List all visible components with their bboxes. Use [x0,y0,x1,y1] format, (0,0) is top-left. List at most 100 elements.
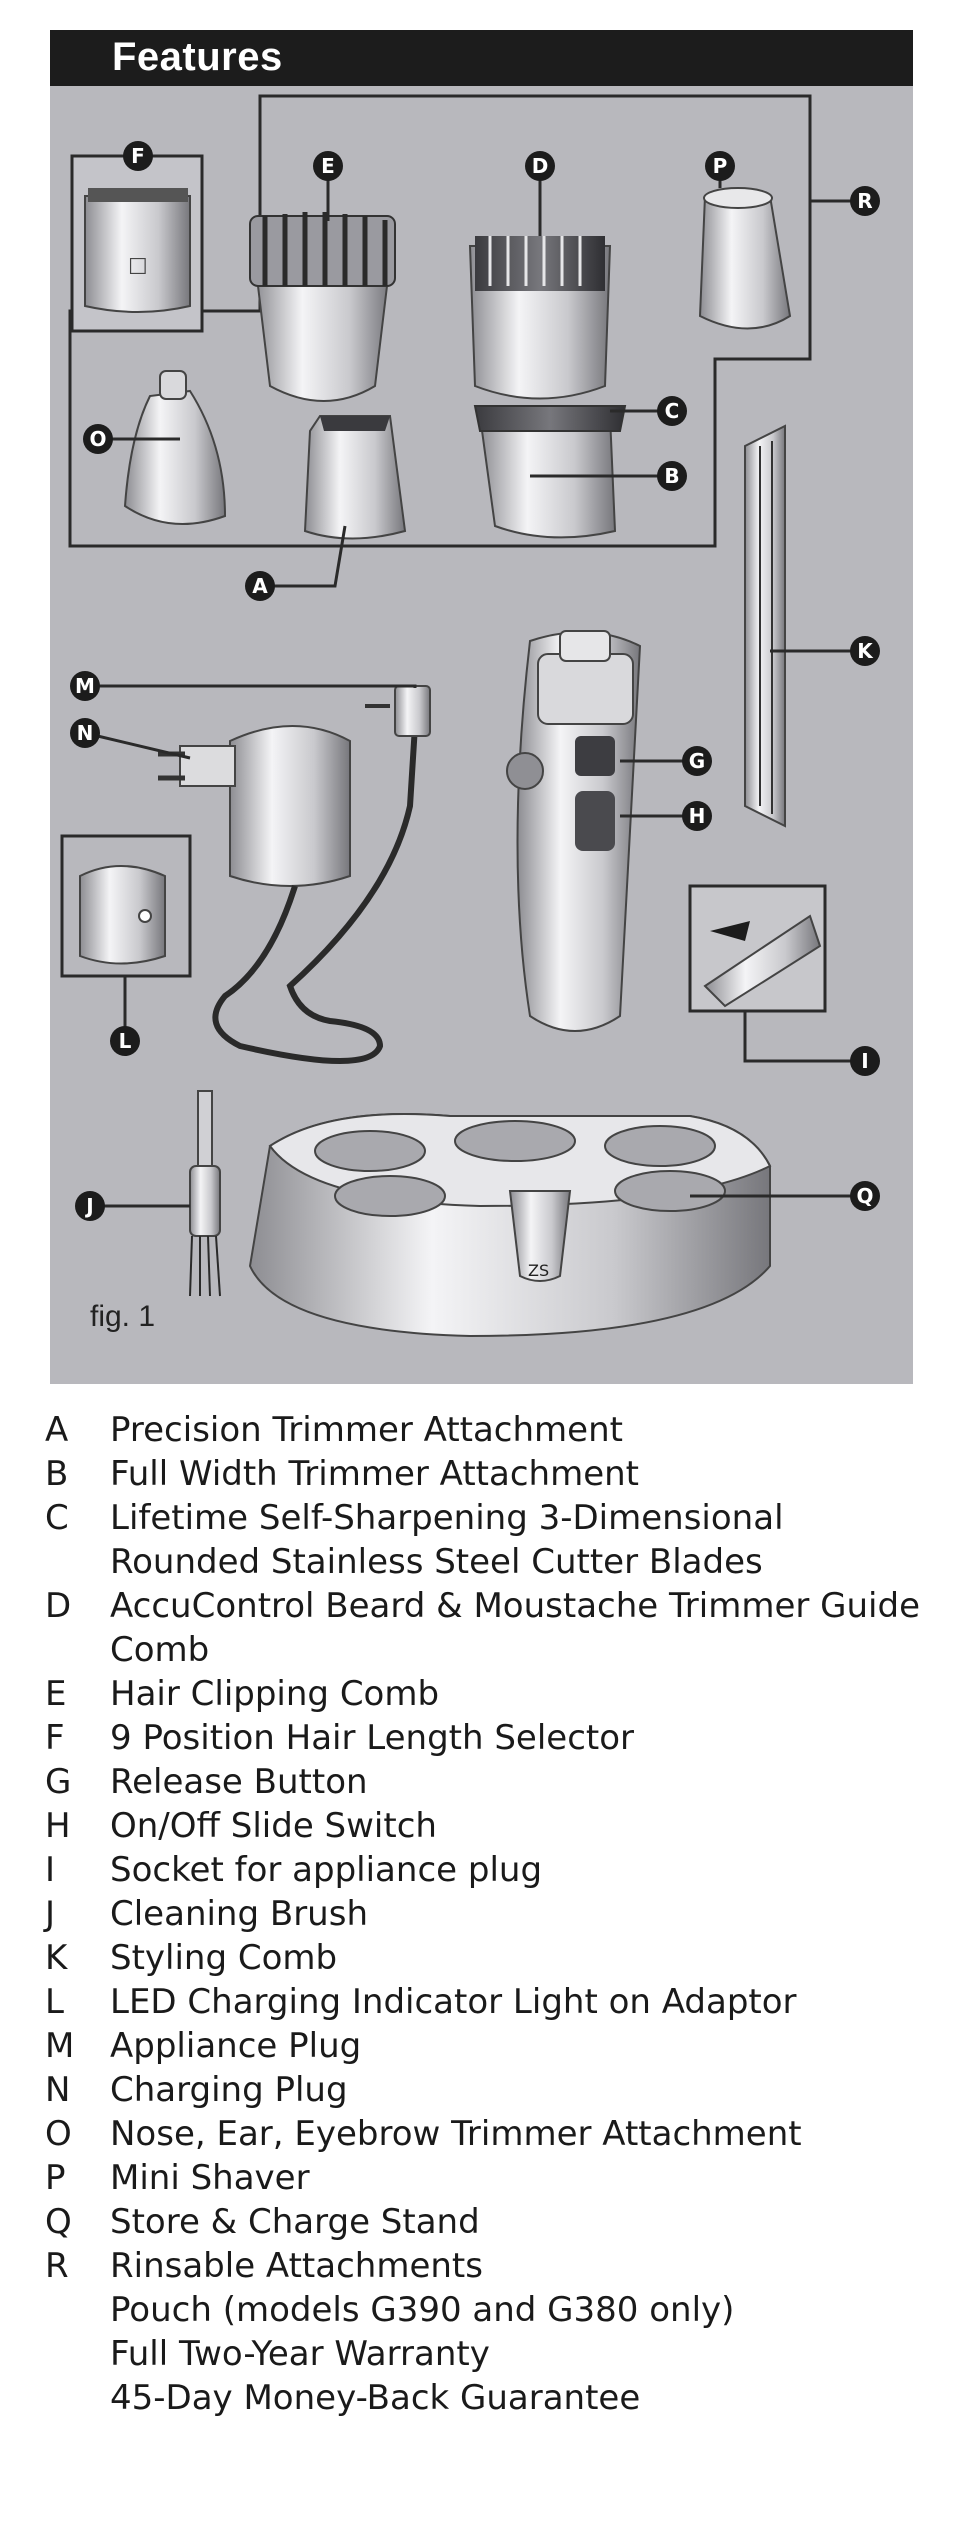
svg-text:C: C [665,399,680,423]
legend-item: R Rinsable Attachments [45,2244,925,2288]
section-title: Features [112,35,283,79]
callout-Q: Q [850,1181,880,1211]
charging-stand-drawing: ZS [248,1113,860,1338]
main-trimmer-body-drawing [506,630,690,1032]
legend-letter: Q [45,2202,72,2242]
legend-letter: L [45,1982,64,2022]
callout-A: A [245,571,275,601]
svg-text:A: A [252,574,268,598]
legend-extra: Pouch (models G390 and G380 only) [110,2290,735,2330]
legend-text: Appliance Plug [110,2026,362,2066]
legend-letter: P [45,2158,66,2198]
legend-text: 9 Position Hair Length Selector [110,1718,635,1758]
legend-letter: R [45,2246,69,2286]
legend-text: Socket for appliance plug [110,1850,543,1890]
svg-text:P: P [713,154,728,178]
callout-I: I [850,1046,880,1076]
legend-item: H On/Off Slide Switch [45,1804,925,1848]
svg-text:M: M [75,674,95,698]
svg-text:O: O [89,427,106,451]
legend-item: O Nose, Ear, Eyebrow Trimmer Attachment [45,2112,925,2156]
legend-letter: O [45,2114,72,2154]
legend-text: Full Width Trimmer Attachment [110,1454,639,1494]
legend-letter: E [45,1674,67,1714]
legend-letter: A [45,1410,69,1450]
full-width-trimmer-drawing [473,405,665,539]
legend-text: Release Button [110,1762,368,1802]
callout-M: M [70,671,100,701]
legend-letter: G [45,1762,72,1802]
callout-K: K [850,636,880,666]
legend-letter: C [45,1498,69,1538]
legend-item: A Precision Trimmer Attachment [45,1408,925,1452]
svg-text:R: R [857,189,872,213]
styling-comb-drawing [744,424,858,828]
legend-text: On/Off Slide Switch [110,1806,437,1846]
legend-letter: K [45,1938,68,1978]
legend-letter: H [45,1806,71,1846]
beard-guide-comb-drawing [468,166,612,400]
callout-R: R [850,186,880,216]
charging-adapter-drawing [84,684,431,1064]
callout-N: N [70,718,100,748]
legend-text: Hair Clipping Comb [110,1674,440,1714]
callout-O: O [83,424,113,454]
legend-text: Precision Trimmer Attachment [110,1410,623,1450]
legend-text: Lifetime Self-Sharpening 3-Dimensional R… [110,1498,784,1582]
callout-G: G [682,746,712,776]
figure-caption: fig. 1 [90,1300,155,1333]
callout-B: B [657,461,687,491]
legend-text: Rinsable Attachments [110,2246,483,2286]
legend-letter: N [45,2070,71,2110]
legend-text: Styling Comb [110,1938,338,1978]
callout-J: J [75,1191,105,1221]
legend-text: Nose, Ear, Eyebrow Trimmer Attachment [110,2114,802,2154]
legend-item: K Styling Comb [45,1936,925,1980]
product-illustration: ☐ [50,86,913,1384]
adaptor-led-drawing [60,834,192,1036]
legend-item: G Release Button [45,1760,925,1804]
hair-clipping-comb-drawing [249,166,396,402]
svg-text:B: B [664,464,679,488]
legend-text: Cleaning Brush [110,1894,368,1934]
legend-extra: 45-Day Money-Back Guarantee [110,2378,641,2418]
legend-letter: J [45,1894,56,1934]
hair-length-selector-drawing: ☐ [70,154,204,333]
callout-F: F [123,141,153,171]
legend-letter: D [45,1586,72,1626]
svg-text:K: K [857,639,874,663]
legend-item: I Socket for appliance plug [45,1848,925,1892]
callout-P: P [705,151,735,181]
svg-text:D: D [532,154,549,178]
svg-text:L: L [119,1029,132,1053]
legend-letter: I [45,1850,56,1890]
cleaning-brush-drawing [95,1090,221,1297]
svg-text:☐: ☐ [128,255,148,280]
legend-letter: F [45,1718,65,1758]
section-header: Features [50,30,913,86]
svg-text:I: I [861,1049,868,1073]
svg-text:F: F [131,144,145,168]
callout-D: D [525,151,555,181]
svg-text:E: E [321,154,335,178]
stand-label: ZS [528,1261,549,1280]
svg-text:G: G [689,749,705,773]
callout-H: H [682,801,712,831]
precision-trimmer-drawing [265,415,407,588]
legend-item: C Lifetime Self-Sharpening 3-Dimensional … [45,1496,925,1584]
socket-inset-drawing [688,884,858,1063]
svg-text:J: J [84,1194,93,1218]
legend-item: J Cleaning Brush [45,1892,925,1936]
legend-item: F 9 Position Hair Length Selector [45,1716,925,1760]
legend-text: Charging Plug [110,2070,348,2110]
mini-shaver-drawing [698,166,792,330]
callout-E: E [313,151,343,181]
svg-text:H: H [689,804,706,828]
callout-L: L [110,1026,140,1056]
legend-item: E Hair Clipping Comb [45,1672,925,1716]
